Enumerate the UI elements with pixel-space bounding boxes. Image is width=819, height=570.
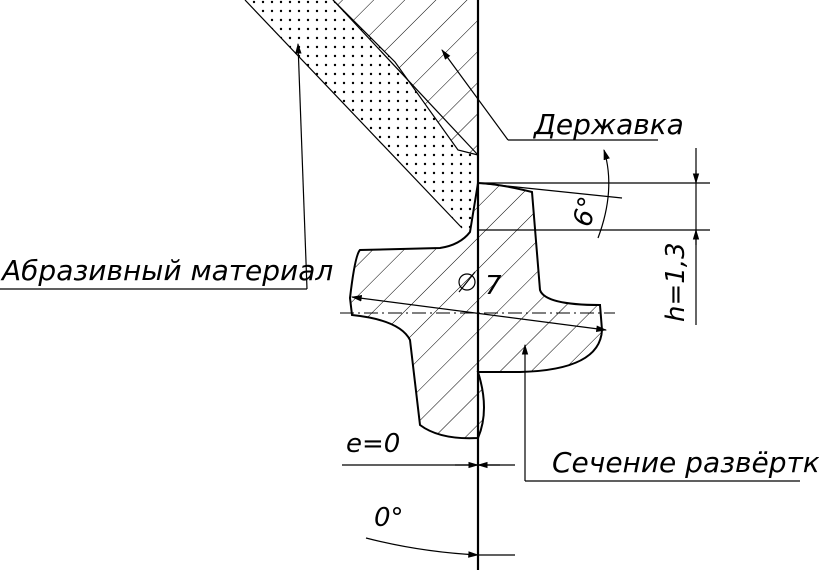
angle-arc-bottom	[365, 537, 480, 558]
angle-arc-top	[597, 148, 610, 239]
abrasive-layer	[244, 0, 479, 230]
holder-leader	[441, 49, 509, 141]
diameter-symbol	[458, 271, 476, 293]
angle-top-label: 6°	[568, 194, 605, 230]
abrasive-leader	[295, 42, 308, 290]
abrasive-label: Абразивный материал	[0, 254, 333, 287]
height-label: h=1,3	[661, 242, 691, 322]
diameter-line	[350, 295, 608, 332]
rake-line	[477, 182, 623, 199]
diameter-label: 7	[485, 271, 502, 301]
angle-bottom-label: 0°	[374, 503, 404, 533]
section-label: Сечение развёртки	[552, 446, 819, 479]
offset-label: e=0	[346, 429, 400, 459]
holder-label: Державка	[532, 108, 684, 141]
reamer-section	[348, 181, 604, 440]
